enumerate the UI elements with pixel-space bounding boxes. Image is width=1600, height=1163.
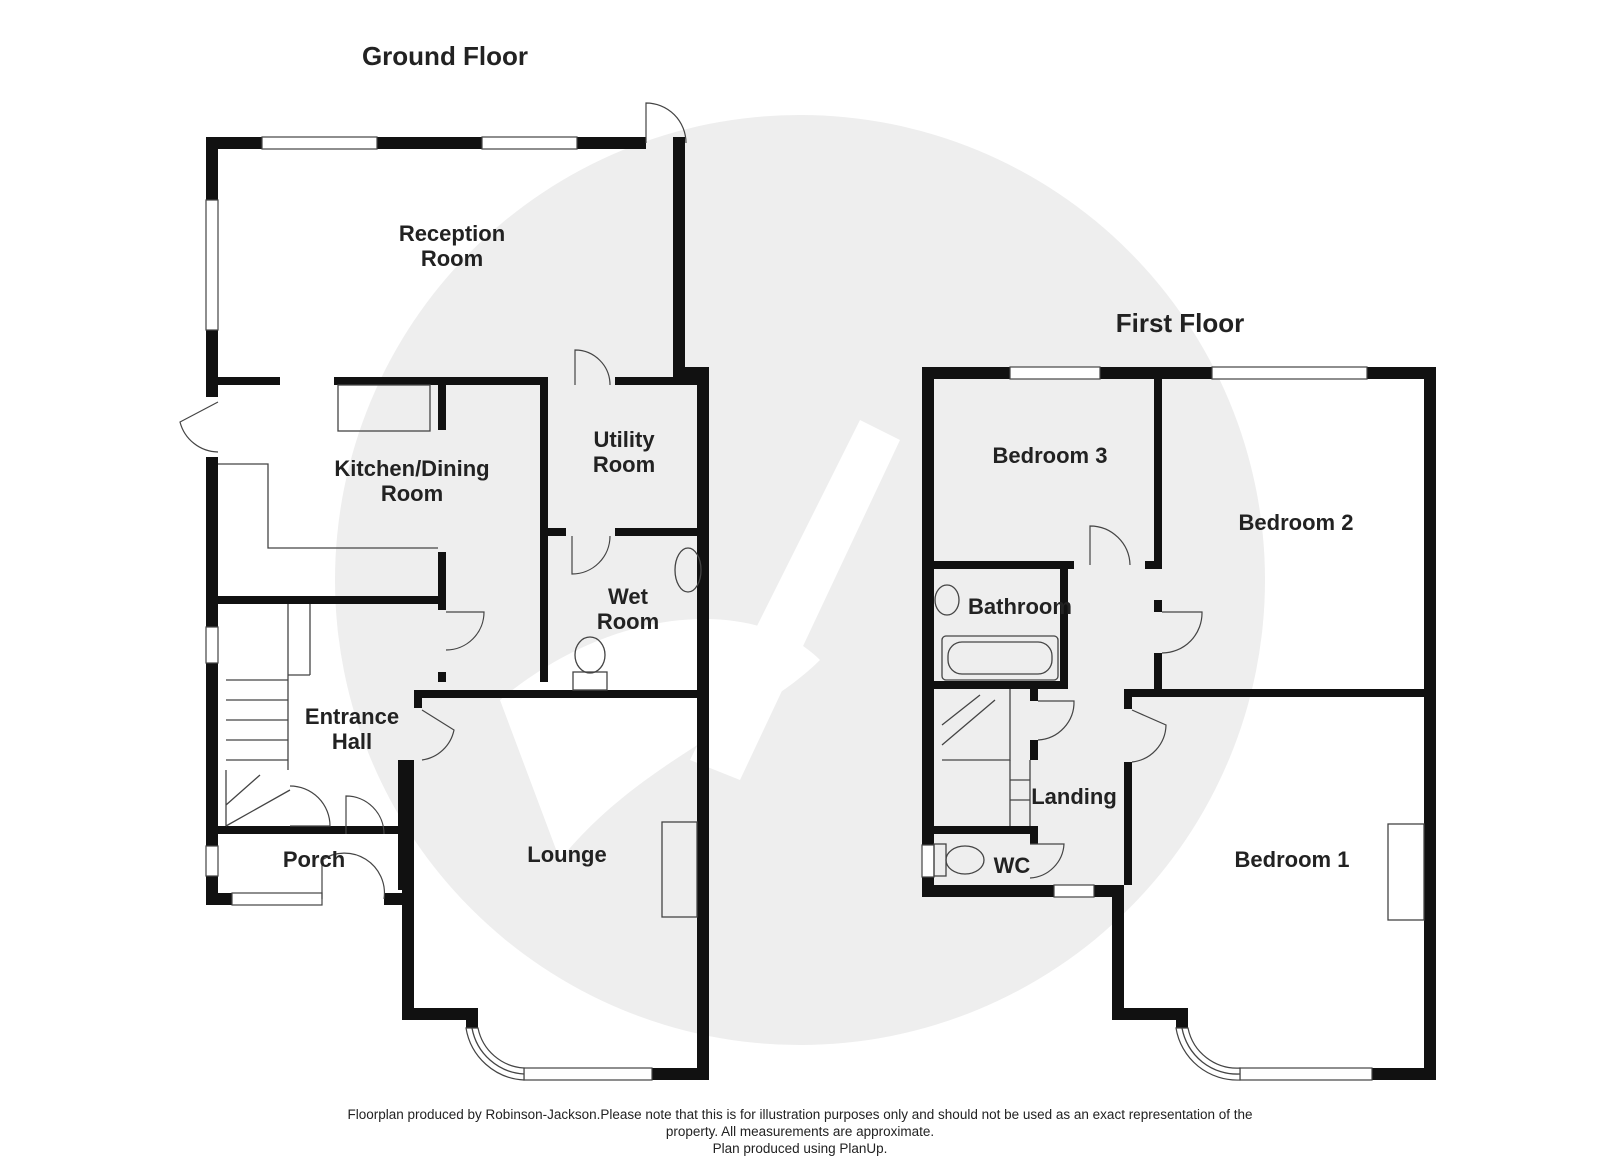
ground-floor-plan: [179, 102, 709, 1081]
first-stairs: [941, 689, 1031, 826]
basin-icon: [934, 584, 960, 616]
landing-label: Landing: [1031, 784, 1117, 809]
fireplace-icon: [661, 821, 698, 918]
chimney-breast-icon: [1387, 823, 1425, 921]
kitchen-dining-label: Kitchen/Dining: [334, 456, 489, 481]
watermark-logo: [335, 115, 1265, 1045]
disclaimer-line-2: property. All measurements are approxima…: [665, 1124, 935, 1139]
wet-room-label-2: Room: [597, 609, 659, 634]
entrance-hall-label-2: Hall: [332, 729, 372, 754]
lounge-label: Lounge: [527, 842, 606, 867]
first-floor-plan: [921, 366, 1436, 1081]
ground-stairs: [225, 604, 311, 827]
bedroom-3-label: Bedroom 3: [993, 443, 1108, 468]
first-floor-title: First Floor: [1116, 308, 1245, 338]
bedroom-2-label: Bedroom 2: [1239, 510, 1354, 535]
bedroom-1-label: Bedroom 1: [1235, 847, 1350, 872]
toilet-icon: [574, 636, 606, 674]
wc-label: WC: [994, 853, 1031, 878]
disclaimer-footer: Floorplan produced by Robinson-Jackson.P…: [0, 1106, 1600, 1157]
toilet-cistern-icon: [572, 671, 608, 691]
porch-label: Porch: [283, 847, 345, 872]
ground-floor-title: Ground Floor: [362, 41, 528, 71]
kitchen-dining-label-2: Room: [381, 481, 443, 506]
disclaimer-line-1: Floorplan produced by Robinson-Jackson.P…: [347, 1107, 1253, 1122]
wc-toilet-icon: [945, 845, 985, 875]
entrance-hall-label: Entrance: [305, 704, 399, 729]
utility-room-label-2: Room: [593, 452, 655, 477]
reception-room-label: Reception: [399, 221, 505, 246]
wet-room-label: Wet: [608, 584, 649, 609]
disclaimer-line-3: Plan produced using PlanUp.: [712, 1141, 888, 1156]
reception-room-label-2: Room: [421, 246, 483, 271]
utility-room-label: Utility: [593, 427, 655, 452]
basin-icon: [674, 547, 702, 593]
bath-icon: [941, 635, 1059, 681]
bathroom-label: Bathroom: [968, 594, 1072, 619]
